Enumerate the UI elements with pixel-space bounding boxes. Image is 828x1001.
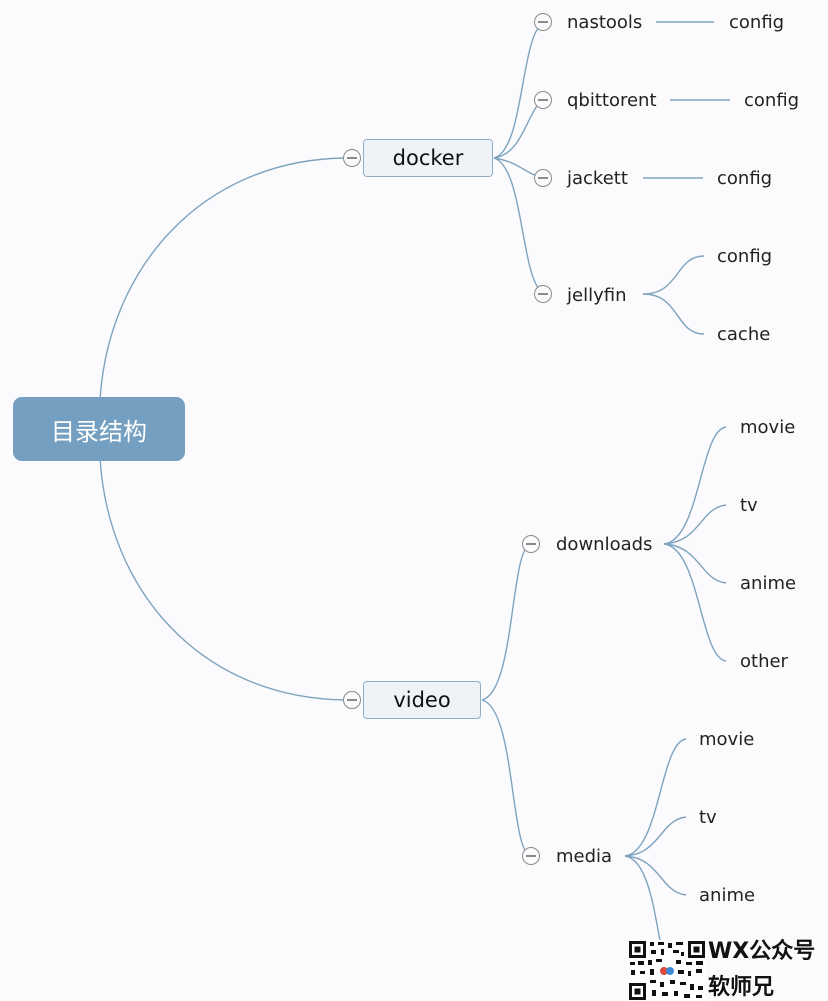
- edge-downloads-tv: [663, 504, 727, 545]
- node-media-movie[interactable]: movie: [699, 729, 755, 750]
- docker-node[interactable]: docker: [363, 139, 493, 177]
- watermark-line2: 软师兄: [708, 975, 775, 1000]
- edge-jellyfin-config: [642, 255, 705, 295]
- edge-root-docker: [99, 157, 346, 401]
- collapse-docker-icon[interactable]: [343, 149, 361, 167]
- node-qbittorent-config[interactable]: config: [744, 90, 800, 111]
- node-jellyfin[interactable]: jellyfin: [567, 285, 627, 306]
- edge-video-downloads: [481, 543, 531, 701]
- node-media[interactable]: media: [556, 846, 613, 867]
- node-nastools[interactable]: nastools: [567, 12, 643, 33]
- video-label: video: [393, 688, 451, 712]
- edge-downloads-anime: [663, 543, 727, 584]
- node-nastools-config[interactable]: config: [729, 12, 785, 33]
- root-label: 目录结构: [51, 417, 147, 446]
- collapse-media-icon[interactable]: [522, 847, 540, 865]
- collapse-qbittorent-icon[interactable]: [534, 91, 552, 109]
- edge-docker-qbittorent: [493, 99, 546, 159]
- edge-downloads-other: [663, 543, 727, 662]
- edge-root-video: [99, 457, 346, 701]
- node-jellyfin-config[interactable]: config: [717, 246, 773, 267]
- edge-media-hidden: [624, 855, 663, 951]
- edge-media-anime: [624, 855, 687, 896]
- qr-code-icon: [628, 940, 706, 1001]
- collapse-jackett-icon[interactable]: [534, 169, 552, 187]
- edge-video-media: [481, 699, 531, 857]
- collapse-jellyfin-icon[interactable]: [534, 285, 552, 303]
- node-media-anime[interactable]: anime: [699, 885, 756, 906]
- node-downloads-other[interactable]: other: [740, 651, 788, 672]
- docker-label: docker: [392, 146, 464, 170]
- collapse-video-icon[interactable]: [343, 691, 361, 709]
- node-downloads-tv[interactable]: tv: [740, 495, 758, 516]
- node-jackett-config[interactable]: config: [717, 168, 773, 189]
- collapse-downloads-icon[interactable]: [522, 535, 540, 553]
- edge-downloads-movie: [663, 426, 727, 545]
- root-node[interactable]: 目录结构: [13, 397, 185, 461]
- edge-media-movie: [624, 738, 687, 857]
- node-downloads-anime[interactable]: anime: [740, 573, 797, 594]
- collapse-nastools-icon[interactable]: [534, 13, 552, 31]
- video-node[interactable]: video: [363, 681, 481, 719]
- node-downloads-movie[interactable]: movie: [740, 417, 796, 438]
- node-jackett[interactable]: jackett: [567, 168, 628, 189]
- node-jellyfin-cache[interactable]: cache: [717, 324, 771, 345]
- node-media-tv[interactable]: tv: [699, 807, 717, 828]
- edge-media-tv: [624, 816, 687, 857]
- node-qbittorent[interactable]: qbittorent: [567, 90, 657, 111]
- watermark-line1: WX公众号: [708, 939, 816, 964]
- node-downloads[interactable]: downloads: [556, 534, 653, 555]
- edge-jellyfin-cache: [642, 293, 705, 335]
